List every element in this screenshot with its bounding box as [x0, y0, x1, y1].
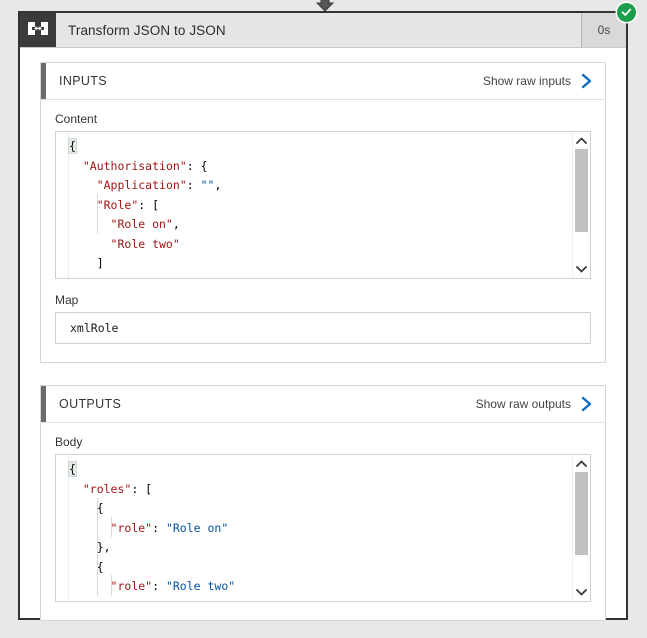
transform-json-icon	[20, 13, 56, 47]
indent-guide	[111, 517, 112, 537]
content-label: Content	[55, 112, 98, 126]
indent-guide	[97, 194, 98, 234]
body-code-text: { "roles": [ { "role": "Role on" }, { "r…	[68, 461, 236, 601]
incoming-flow-arrow	[305, 0, 345, 12]
content-vertical-scrollbar[interactable]	[572, 132, 590, 278]
inputs-panel-header: INPUTS Show raw inputs	[41, 63, 605, 100]
content-code-editor[interactable]: { "Authorisation": { "Application": "", …	[55, 131, 591, 279]
scroll-down-arrow-icon[interactable]	[573, 584, 590, 601]
body-vertical-scrollbar[interactable]	[572, 455, 590, 601]
field-body: Body { "roles": [ { "role": "Role on" },…	[55, 435, 591, 602]
inputs-panel-content: Content { "Authorisation": { "Applicatio…	[41, 100, 605, 362]
field-map: Map xmlRole	[55, 293, 591, 344]
content-code-text: { "Authorisation": { "Application": "", …	[68, 138, 222, 278]
show-raw-inputs-button[interactable]: Show raw inputs	[483, 73, 593, 89]
action-card: Transform JSON to JSON 0s INPUTS Show ra…	[18, 3, 636, 621]
outputs-panel-header: OUTPUTS Show raw outputs	[41, 386, 605, 423]
map-label: Map	[55, 293, 79, 307]
check-circle-icon	[621, 8, 632, 16]
show-raw-outputs-button[interactable]: Show raw outputs	[476, 396, 593, 412]
scroll-up-arrow-icon[interactable]	[573, 132, 590, 149]
field-content: Content { "Authorisation": { "Applicatio…	[55, 112, 591, 279]
show-raw-outputs-label: Show raw outputs	[475, 397, 571, 411]
chevron-right-icon	[580, 396, 593, 412]
body-scroll-thumb[interactable]	[575, 472, 588, 555]
show-raw-inputs-label: Show raw inputs	[482, 74, 571, 88]
body-label: Body	[55, 435, 83, 449]
outputs-title: OUTPUTS	[59, 397, 122, 411]
indent-guide	[97, 498, 98, 596]
content-scroll-thumb[interactable]	[575, 149, 588, 232]
status-badge-succeeded	[617, 3, 636, 22]
inputs-title: INPUTS	[59, 74, 107, 88]
body-code-editor[interactable]: { "roles": [ { "role": "Role on" }, { "r…	[55, 454, 591, 602]
outputs-panel: OUTPUTS Show raw outputs Body	[40, 385, 606, 621]
scroll-down-arrow-icon[interactable]	[573, 261, 590, 278]
action-title: Transform JSON to JSON	[56, 13, 582, 47]
inputs-panel: INPUTS Show raw inputs Content	[40, 62, 606, 363]
scroll-up-arrow-icon[interactable]	[573, 455, 590, 472]
indent-guide	[111, 575, 112, 596]
content-editor-gutter	[56, 132, 69, 278]
chevron-right-icon	[580, 73, 593, 89]
action-titlebar[interactable]: Transform JSON to JSON 0s	[20, 3, 636, 48]
map-input[interactable]: xmlRole	[55, 312, 591, 344]
body-editor-gutter	[56, 455, 69, 601]
outputs-panel-content: Body { "roles": [ { "role": "Role on" },…	[41, 423, 605, 620]
